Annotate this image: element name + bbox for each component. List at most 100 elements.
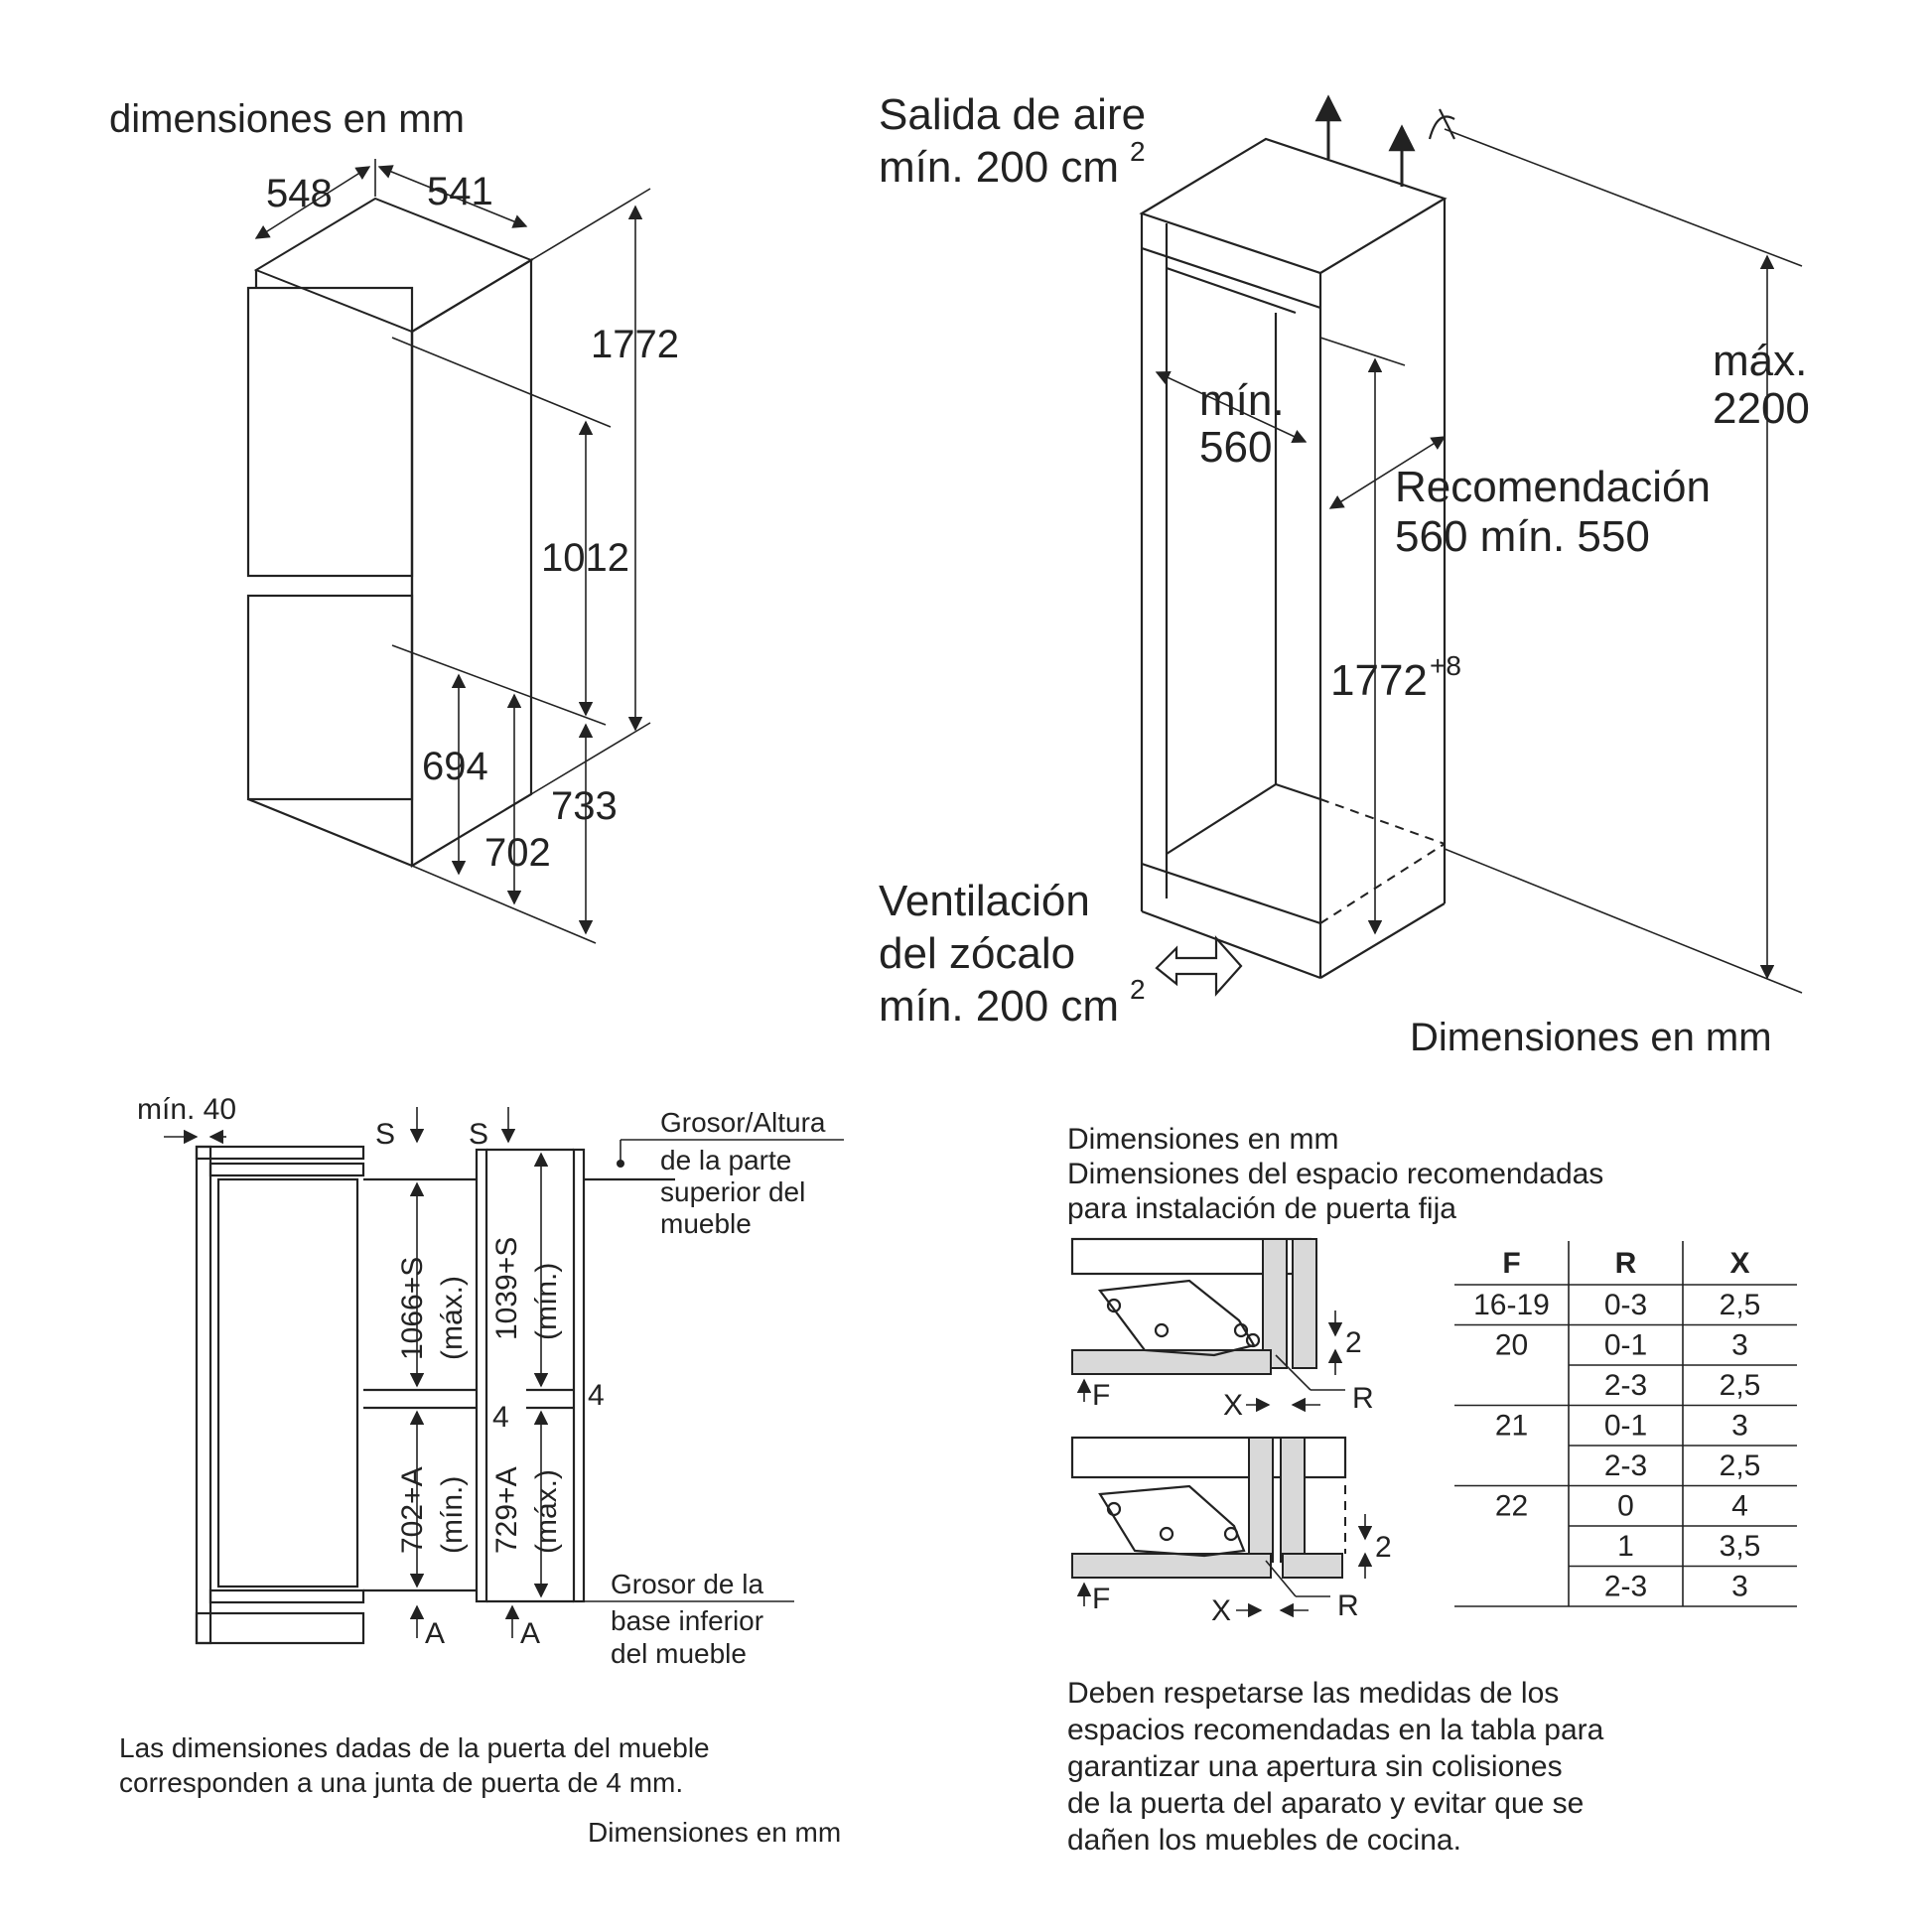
table-cell: 4 [1731,1490,1748,1523]
hinge-gap-diagram: Dimensiones en mm Dimensiones del espaci… [1067,1123,1797,1857]
appliance-top-ext [530,188,651,261]
appliance-top-face [253,197,534,334]
table-cell: 1 [1617,1530,1634,1563]
niche-height-ext [1319,337,1406,366]
door-column-2 [572,1148,586,1603]
appliance-door-board [1071,1349,1272,1375]
niche-top-rail [1141,246,1321,310]
top-panel [195,1145,365,1161]
table-cell: 3 [1731,1410,1748,1443]
hinge-note-line-4: de la puerta del aparato y evitar que se [1067,1787,1584,1820]
appliance-upper-ext [391,337,612,428]
appliance-bottom-ext [411,865,597,944]
bottom-panel [208,1588,365,1604]
max-height-top-ext [1444,128,1803,267]
door-unit-label: Dimensiones en mm [588,1817,841,1848]
table-cell: 3 [1731,1329,1748,1362]
hinge-detail-top [1070,1237,1317,1375]
recommend-label: Recomendación [1395,463,1711,511]
bottom-label-line-2: base inferior [611,1605,763,1636]
table-cell: 2,5 [1720,1449,1761,1482]
table-cell: 0 [1617,1490,1634,1523]
plinth-vent-value: mín. 200 cm [879,982,1119,1031]
appliance-door-board-2 [1071,1553,1272,1579]
r-leader-2 [1265,1560,1297,1597]
min-40-label: mín. 40 [137,1093,236,1126]
height-value: 1772 [591,323,679,366]
door-board [1292,1238,1317,1369]
hinge-pivot [1154,1322,1170,1338]
top-label-line-1: Grosor/Altura [660,1107,826,1138]
appliance-upper-door [246,286,414,578]
niche-floor-edge [1166,783,1277,855]
bottom-label-line-3: del mueble [611,1638,747,1669]
hinge-note-line-2: espacios recomendadas en la tabla para [1067,1714,1604,1746]
door-board-2 [1280,1437,1306,1563]
dim-1066-value: 1066+S [396,1257,429,1360]
tilt-symbol [1428,108,1455,140]
min-width-arrow [1155,370,1308,444]
table-cell: 0-1 [1604,1410,1647,1443]
lower-b-value: 733 [551,784,618,828]
width-dimension-arrow [254,166,371,239]
dim-1066-sub: (máx.) [436,1276,469,1360]
dim-729-sub: (máx.) [530,1469,563,1554]
plinth-vent-arrow [1155,935,1243,997]
hinge-note-line-5: dañen los muebles de cocina. [1067,1824,1461,1857]
table-cell: 2-3 [1604,1571,1647,1603]
appliance-lower-ext [391,644,607,726]
gap-2-label: 2 [1345,1326,1362,1359]
upper-value: 1012 [541,536,629,580]
gap-2-label-2: 2 [1375,1531,1392,1564]
hinge-pivot [1106,1298,1122,1313]
table-cell: 2,5 [1720,1289,1761,1321]
side-panel [195,1145,212,1645]
appliance-base-line [247,797,413,868]
width-value: 548 [266,172,333,215]
table-cell: 22 [1495,1490,1528,1523]
door-dimension-diagram: mín. 40 S S 1066+S (máx.) 1039+S (mín [119,1093,844,1848]
lower-a-value: 694 [422,745,488,788]
plinth-vent-exponent: 2 [1130,974,1146,1005]
dim-729-value: 729+A [490,1466,523,1554]
appliance-unit-label: dimensiones en mm [109,97,465,141]
dim-1039-value: 1039+S [490,1237,523,1340]
recommend-value: 560 mín. 550 [1395,512,1650,561]
hinge-header-1: Dimensiones en mm [1067,1123,1338,1156]
niche-top [1139,137,1448,275]
a-label-1: A [425,1617,445,1650]
niche-floor-dash1 [1319,798,1446,845]
gap-value-1: 4 [492,1401,509,1434]
depth-dimension-arrow [377,165,528,228]
bottom-label-line-1: Grosor de la [611,1569,763,1599]
x-label: X [1223,1389,1243,1422]
s-label-1: S [375,1118,395,1151]
table-header: F [1502,1247,1520,1280]
appliance-lower-door [246,594,414,801]
r-label-2: R [1337,1589,1359,1622]
table-cell: 21 [1495,1410,1528,1443]
table-cell: 2-3 [1604,1449,1647,1482]
table-cell: 3 [1731,1571,1748,1603]
hinge-pivot [1159,1526,1174,1542]
niche-dimension-diagram: Salida de aire mín. 200 cm 2 mín. 560 Re… [879,90,1810,1059]
top-label-line-2: de la parte [660,1145,791,1175]
max-height-bottom-ext [1444,848,1803,994]
door-column-1 [475,1148,488,1603]
max-height-label: máx. [1713,337,1807,385]
door-note-line-2: corresponden a una junta de puerta de 4 … [119,1767,683,1798]
niche-bottom-front [1141,909,1321,980]
air-outlet-exponent: 2 [1130,136,1146,167]
top-label-line-4: mueble [660,1208,752,1239]
lower-c-value: 702 [484,831,551,875]
recommend-arrow [1328,436,1447,509]
niche-unit-label: Dimensiones en mm [1410,1016,1772,1059]
plinth-vent-label-1: Ventilación [879,877,1090,925]
table-cell: 20 [1495,1329,1528,1362]
niche-height-value: 1772 [1330,656,1428,705]
table-cell: 0-3 [1604,1289,1647,1321]
table-header: X [1729,1247,1749,1280]
appliance-dimension-diagram: dimensiones en mm 548 541 1772 1012 694 … [109,97,679,944]
